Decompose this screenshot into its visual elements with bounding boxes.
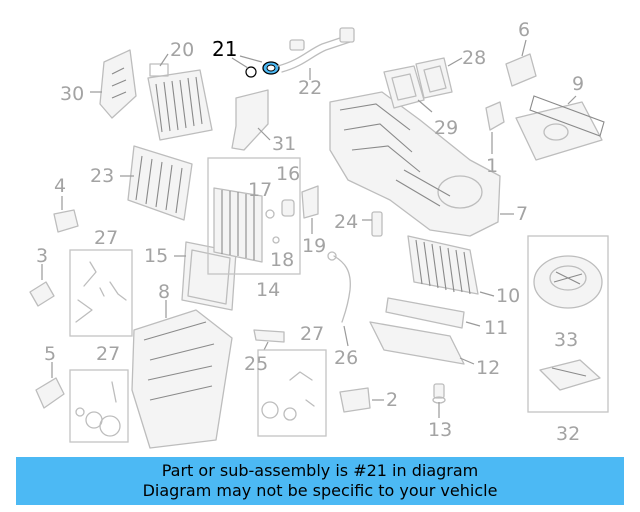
callout-22: 22	[298, 77, 322, 99]
part-12-cover[interactable]	[369, 321, 465, 365]
callout-25: 25	[244, 353, 268, 375]
callout-33: 33	[554, 329, 578, 351]
part-13-drain[interactable]	[432, 383, 446, 404]
callout-32: 32	[556, 423, 580, 445]
group-32-box	[527, 235, 609, 413]
group-27-box-3	[257, 349, 327, 437]
banner-line-1: Part or sub-assembly is #21 in diagram	[161, 461, 479, 480]
part-19-grommet[interactable]	[301, 185, 319, 219]
part-7-hvac-housing[interactable]	[329, 91, 501, 237]
part-23-evaporator[interactable]	[127, 145, 193, 221]
part-31-bracket[interactable]	[231, 89, 269, 151]
part-28-seal[interactable]	[415, 57, 453, 99]
part-15-frame[interactable]	[181, 241, 237, 311]
part-30-bracket[interactable]	[99, 49, 137, 119]
part-32-blower-motor[interactable]	[533, 255, 603, 309]
part-33-resistor[interactable]	[539, 359, 601, 391]
callout-3: 3	[36, 245, 48, 267]
part-24-sensor[interactable]	[371, 211, 383, 237]
part-27-gears[interactable]	[75, 381, 121, 437]
part-22-pipe[interactable]	[277, 27, 355, 73]
part-18-seal[interactable]	[272, 236, 280, 244]
callout-26: 26	[334, 347, 358, 369]
callout-4: 4	[54, 175, 66, 197]
part-8-lower-housing[interactable]	[131, 309, 233, 449]
callout-11: 11	[484, 317, 508, 339]
part-5-motor[interactable]	[35, 377, 65, 409]
part-26-hose[interactable]	[327, 251, 351, 323]
part-9-blower-housing[interactable]	[515, 95, 605, 161]
callout-7: 7	[516, 203, 528, 225]
callout-14: 14	[256, 279, 280, 301]
callout-19: 19	[302, 235, 326, 257]
callout-23: 23	[90, 165, 114, 187]
part-4-sensor[interactable]	[53, 209, 79, 233]
callout-29: 29	[434, 117, 458, 139]
callout-9: 9	[572, 73, 584, 95]
info-banner: Part or sub-assembly is #21 in diagram D…	[16, 457, 624, 505]
callout-31: 31	[272, 133, 296, 155]
callout-27-b: 27	[96, 343, 120, 365]
callout-13: 13	[428, 419, 452, 441]
part-21-clip[interactable]	[245, 61, 280, 78]
part-3-actuator[interactable]	[29, 281, 55, 307]
callout-20: 20	[170, 39, 194, 61]
callout-5: 5	[44, 343, 56, 365]
part-11-plate[interactable]	[385, 297, 465, 329]
callout-8: 8	[158, 281, 170, 303]
part-6-bracket[interactable]	[505, 53, 537, 87]
callout-1: 1	[486, 155, 498, 177]
part-27-links[interactable]	[75, 261, 127, 323]
part-2-actuator[interactable]	[339, 387, 371, 413]
part-27-kit[interactable]	[261, 371, 315, 421]
leader-21	[231, 55, 263, 69]
callout-27-a: 27	[94, 227, 118, 249]
callout-18: 18	[270, 249, 294, 271]
callout-10: 10	[496, 285, 520, 307]
callout-28: 28	[462, 47, 486, 69]
callout-12: 12	[476, 357, 500, 379]
part-25-sensor[interactable]	[253, 329, 285, 343]
callout-21: 21	[212, 37, 237, 61]
part-29-seal[interactable]	[383, 65, 425, 109]
callout-15: 15	[144, 245, 168, 267]
callout-30: 30	[60, 83, 84, 105]
callout-16: 16	[276, 163, 300, 185]
part-20-heater-core[interactable]	[147, 63, 213, 141]
group-27-box	[69, 249, 133, 337]
callout-labels: 21 22 20 30 31 23 4 3 27 5 27 15 8 17 16…	[36, 19, 584, 445]
group-27-box-2	[69, 369, 129, 443]
part-14-evaporator-core[interactable]	[213, 187, 263, 263]
callout-2: 2	[386, 389, 398, 411]
callout-6: 6	[518, 19, 530, 41]
group-14-box	[207, 157, 301, 275]
callout-27-c: 27	[300, 323, 324, 345]
part-16-valve[interactable]	[281, 199, 295, 217]
banner-line-2: Diagram may not be specific to your vehi…	[142, 481, 498, 500]
callout-24: 24	[334, 211, 358, 233]
callout-17: 17	[248, 179, 272, 201]
part-17-seal[interactable]	[265, 209, 275, 219]
part-1-actuator[interactable]	[485, 101, 505, 131]
part-10-cabin-filter[interactable]	[407, 235, 479, 295]
parts-diagram: 21 22 20 30 31 23 4 3 27 5 27 15 8 17 16…	[29, 19, 609, 449]
